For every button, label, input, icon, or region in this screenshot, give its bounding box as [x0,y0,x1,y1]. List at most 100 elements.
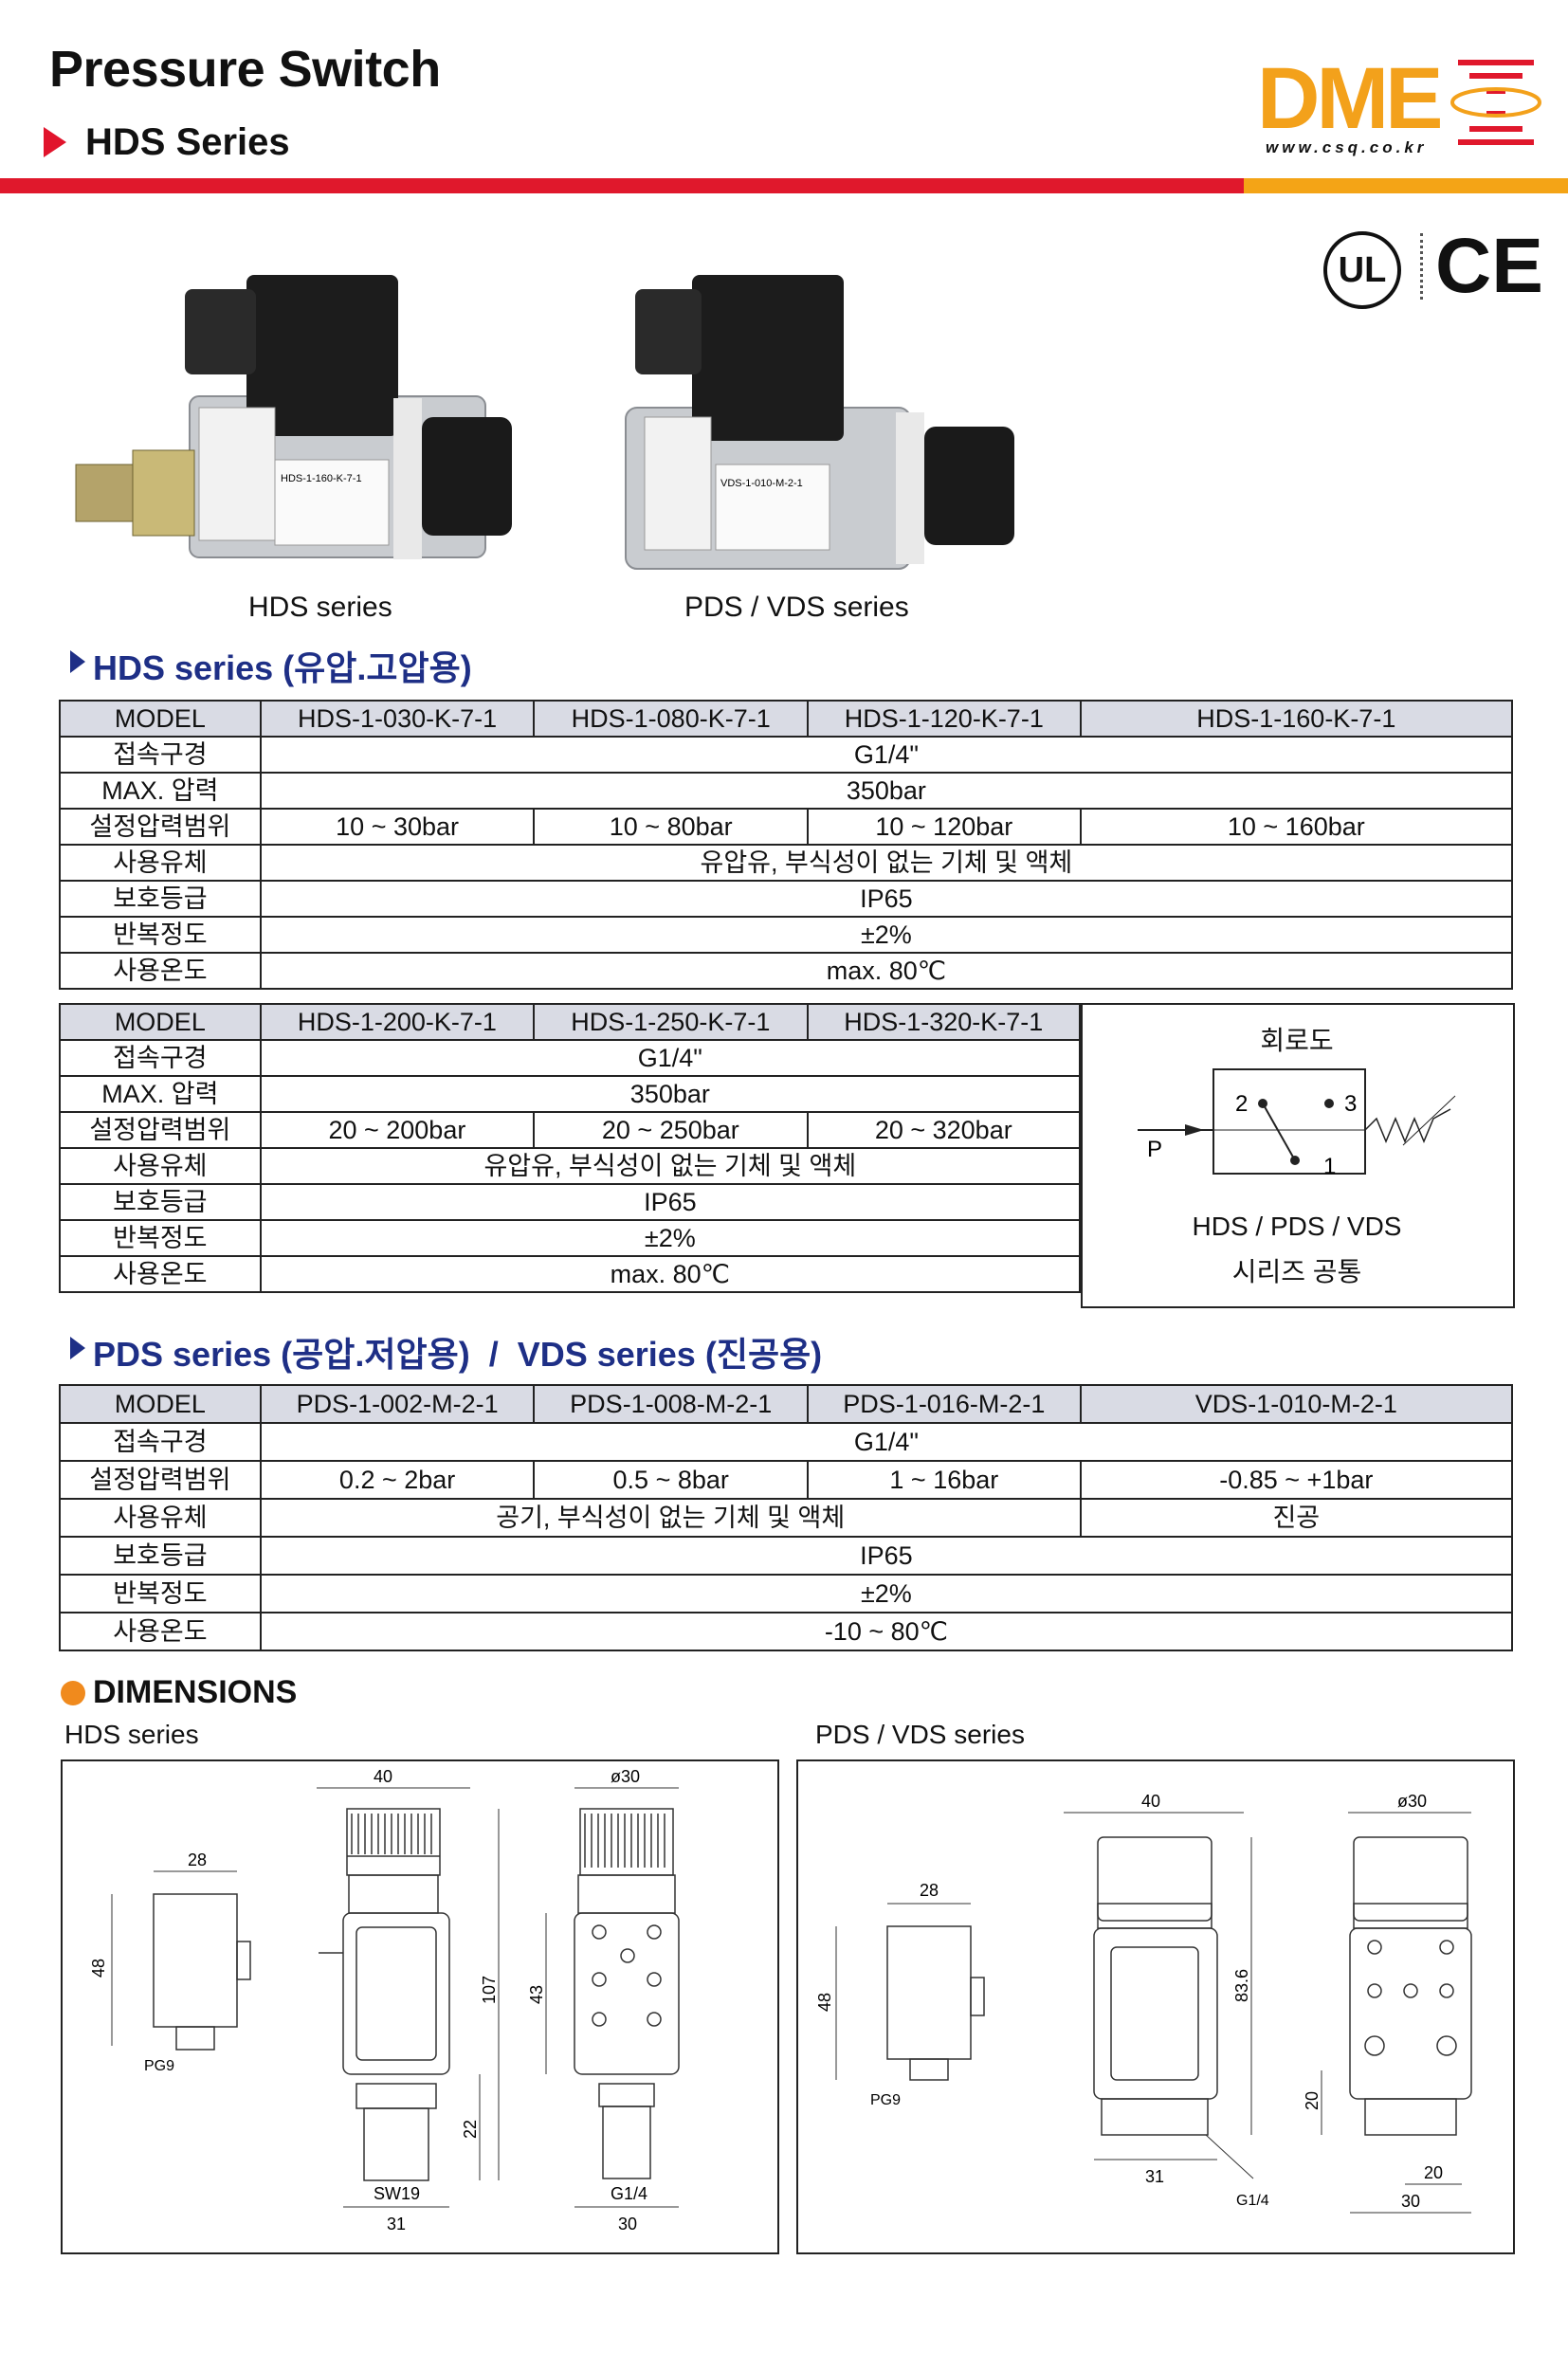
table-cell: 20 ~ 320bar [806,1111,1082,1149]
table-cell: ±2% [259,916,1514,954]
hds-nameplate-label: HDS-1-160-K-7-1 [281,473,362,484]
table-row: 설정압력범위 10 ~ 30bar 10 ~ 80bar 10 ~ 120bar… [59,808,1514,846]
table-cell: 유압유, 부식성이 없는 기체 및 액체 [259,1147,1082,1185]
dim-pds-40: 40 [1141,1792,1160,1811]
table-row: 설정압력범위 0.2 ~ 2bar 0.5 ~ 8bar 1 ~ 16bar -… [59,1460,1514,1500]
table-cell: ±2% [259,1219,1082,1257]
circuit-title: 회로도 [1260,1026,1334,1055]
table-cell: 10 ~ 30bar [259,808,536,846]
table-cell: 10 ~ 120bar [807,808,1082,846]
pds-product-photo: VDS-1-010-M-2-1 [625,275,1014,570]
dim-hds-48: 48 [89,1959,108,1978]
table-cell: max. 80℃ [259,1255,1082,1293]
dim-pds-30: ø30 [1397,1792,1427,1811]
table-row: MODEL HDS-1-200-K-7-1 HDS-1-250-K-7-1 HD… [59,1003,1082,1041]
circuit-p-label: P [1147,1137,1162,1162]
dim-hds-107: 107 [480,1976,499,2004]
row-label: 사용온도 [59,952,262,990]
row-label: 보호등급 [59,1183,262,1221]
row-label: 사용유체 [59,844,262,882]
dim-pds-31: 31 [1145,2167,1164,2186]
table-row: 설정압력범위 20 ~ 200bar 20 ~ 250bar 20 ~ 320b… [59,1111,1082,1149]
table-cell: 유압유, 부식성이 없는 기체 및 액체 [259,844,1514,882]
table-header-cell: HDS-1-120-K-7-1 [807,700,1082,738]
dim-hds-22: 22 [461,2120,480,2139]
table-cell: max. 80℃ [259,952,1514,990]
row-label: 설정압력범위 [59,1460,262,1500]
dim-hds-g14: G1/4 [611,2184,647,2203]
table-cell: 0.2 ~ 2bar [259,1460,536,1500]
pds-spec-table: MODEL PDS-1-002-M-2-1 PDS-1-008-M-2-1 PD… [59,1384,1514,1651]
row-label: 사용온도 [59,1255,262,1293]
row-label: 설정압력범위 [59,1111,262,1149]
table-header-cell: HDS-1-030-K-7-1 [259,700,536,738]
table-cell: 공기, 부식성이 없는 기체 및 액체 [259,1498,1082,1538]
table-header-cell: PDS-1-016-M-2-1 [807,1384,1082,1424]
dim-hds-30b: 30 [618,2215,637,2233]
row-label: MAX. 압력 [59,772,262,810]
dim-hds-31: 31 [387,2215,406,2233]
row-label: 보호등급 [59,1536,262,1576]
table-cell: G1/4" [259,1422,1514,1462]
brand-url: www.csq.co.kr [1266,138,1428,156]
dim-pds-pg9: PG9 [870,2092,901,2108]
pds-dimension-drawing-box [796,1759,1515,2254]
dim-hds-43: 43 [527,1985,546,2004]
hds-section-heading: HDS series (유압.고압용) [93,648,472,687]
table-header-cell: HDS-1-320-K-7-1 [806,1003,1082,1041]
table-cell: 20 ~ 200bar [259,1111,536,1149]
circuit-node-1: 1 [1323,1154,1336,1179]
circuit-node-3: 3 [1344,1091,1357,1117]
hds-dimension-drawing: 40 ø30 28 48 107 43 22 SW19 G1/4 31 30 P… [89,1767,680,2233]
dim-pds-20: 20 [1303,2091,1322,2110]
table-cell: 20 ~ 250bar [533,1111,809,1149]
table-cell: ±2% [259,1574,1514,1613]
table-cell: 1 ~ 16bar [807,1460,1082,1500]
dim-pds-28: 28 [920,1881,939,1900]
dimensions-pds-label: PDS / VDS series [815,1720,1025,1749]
row-label: 반복정도 [59,1219,262,1257]
row-label: 사용유체 [59,1498,262,1538]
table-header-cell: MODEL [59,1384,262,1424]
table-header-cell: HDS-1-080-K-7-1 [533,700,809,738]
table-cell: 350bar [259,1075,1082,1113]
table-header-cell: MODEL [59,700,262,738]
dim-hds-30: ø30 [611,1767,640,1786]
hds-product-photo: HDS-1-160-K-7-1 [75,275,512,559]
row-label: 보호등급 [59,880,262,918]
table-cell: IP65 [259,1183,1082,1221]
table-header-cell: VDS-1-010-M-2-1 [1079,1384,1514,1424]
header-bar-yellow [1244,178,1568,193]
dim-hds-28: 28 [188,1850,207,1869]
pds-section-heading: PDS series (공압.저압용) / VDS series (진공용) [93,1335,823,1374]
table-cell: G1/4" [259,1039,1082,1077]
ce-mark-icon: CE [1435,223,1543,309]
table-cell: 0.5 ~ 8bar [533,1460,810,1500]
table-row: MODEL PDS-1-002-M-2-1 PDS-1-008-M-2-1 PD… [59,1384,1514,1424]
photo-caption-pds: PDS / VDS series [684,592,909,623]
page-subtitle: HDS Series [85,121,290,163]
dim-pds-g14: G1/4 [1236,2193,1269,2209]
table-row: 반복정도±2% [59,916,1514,954]
hds-spec-table-2: MODEL HDS-1-200-K-7-1 HDS-1-250-K-7-1 HD… [59,1003,1082,1293]
logo-mark-icon [1450,60,1541,145]
row-label: 접속구경 [59,1422,262,1462]
table-cell: -0.85 ~ +1bar [1079,1460,1514,1500]
row-label: 설정압력범위 [59,808,262,846]
dim-hds-40: 40 [374,1767,392,1786]
ul-mark-icon: UL [1323,231,1401,309]
dim-hds-pg9: PG9 [144,2058,174,2074]
photo-caption-hds: HDS series [248,592,392,623]
row-label: 반복정도 [59,1574,262,1613]
row-label: 접속구경 [59,1039,262,1077]
subtitle-arrow-icon [44,127,66,157]
